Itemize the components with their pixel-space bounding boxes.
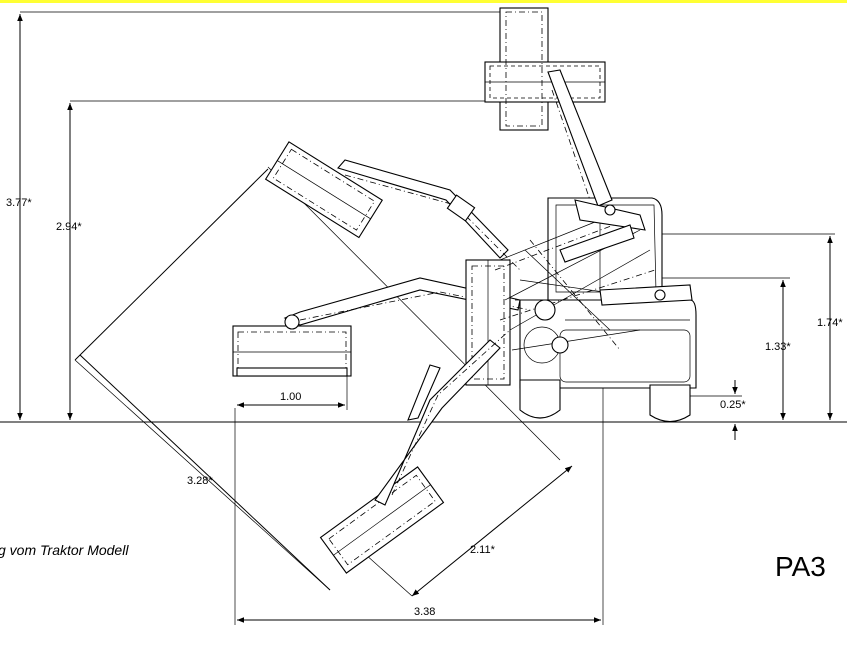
mower-horizontal	[232, 277, 531, 377]
boom-linkage	[494, 199, 693, 354]
dim-diagonal-reach: 3.28*	[74, 166, 561, 591]
dim-pivot-height: 1.74*	[660, 233, 843, 420]
mower-top	[484, 7, 613, 207]
dim-ground-clearance: 0.25*	[690, 380, 746, 440]
label-diagonal-width: 2.11*	[470, 544, 496, 556]
label-ground-clearance: 0.25*	[720, 399, 746, 411]
top-accent-bar	[0, 0, 847, 3]
dim-overall-height: 3.77*	[6, 11, 520, 420]
dim-horizontal-reach: 3.38	[234, 380, 604, 625]
label-arm-height: 1.33*	[765, 341, 791, 353]
label-horizontal-reach: 3.38	[414, 606, 435, 618]
dim-diagonal-width: 2.11*	[354, 465, 573, 597]
label-reach-height: 2.94*	[56, 221, 82, 233]
mower-upper-left	[264, 141, 521, 271]
label-mower-width: 1.00	[280, 391, 301, 403]
mower-lower-diagonal	[319, 329, 511, 574]
note-text: g vom Traktor Modell	[0, 542, 129, 558]
label-diagonal-reach: 3.28*	[187, 475, 213, 487]
label-overall-height: 3.77*	[6, 197, 32, 209]
dim-mower-width: 1.00	[237, 370, 348, 410]
dim-arm-height: 1.33*	[660, 277, 791, 420]
model-label: PA3	[775, 551, 826, 582]
label-pivot-height: 1.74*	[817, 317, 843, 329]
dim-reach-height: 2.94*	[56, 100, 500, 420]
